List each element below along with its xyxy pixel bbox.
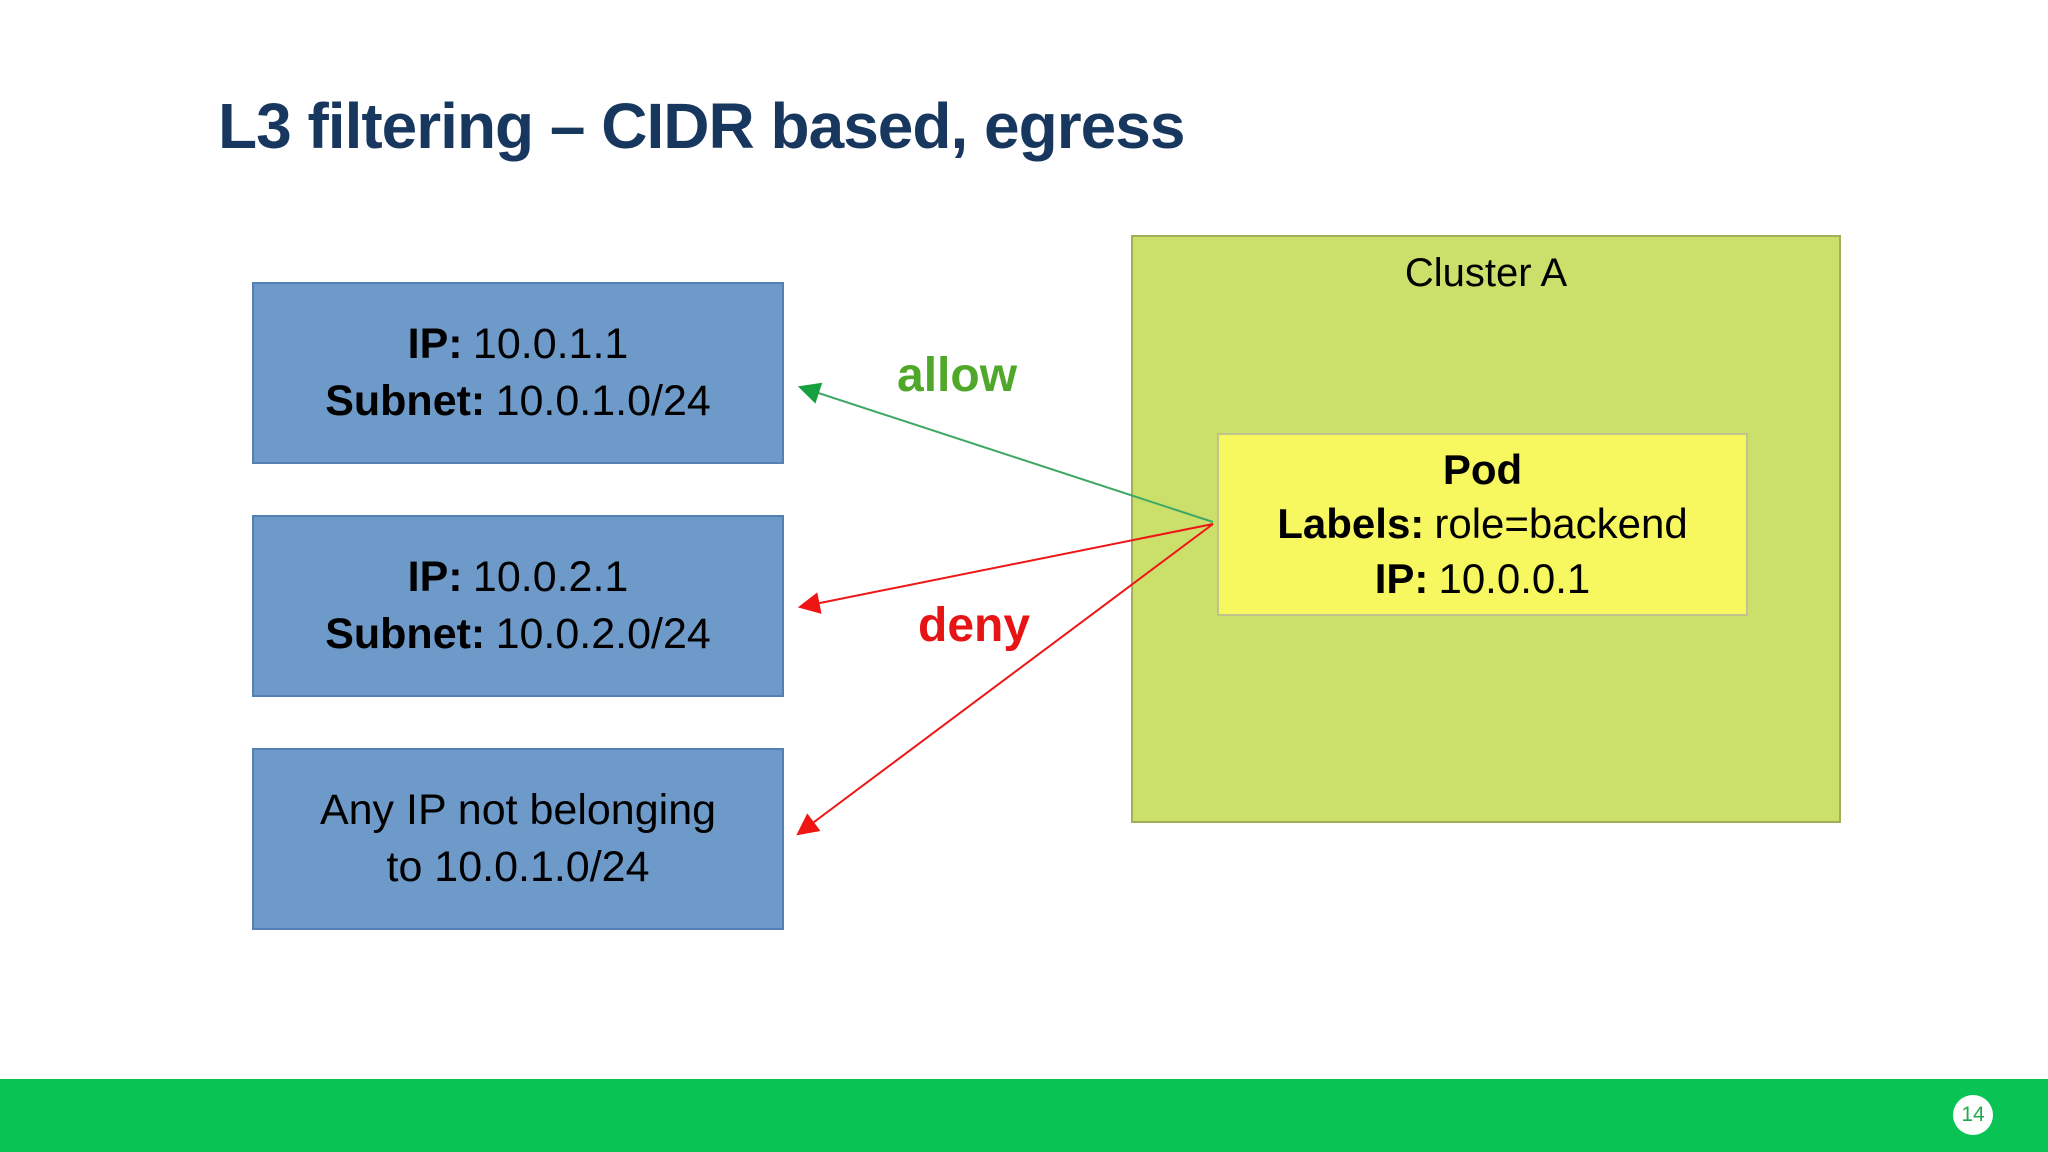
subnet-value: 10.0.1.0/24 bbox=[495, 377, 711, 425]
cluster-box: Cluster A Pod Labels:role=backend IP:10.… bbox=[1131, 235, 1841, 823]
page-number-badge: 14 bbox=[1953, 1095, 1993, 1135]
labels-key: Labels: bbox=[1277, 500, 1425, 548]
ip-label: IP: bbox=[407, 319, 463, 368]
pod-name: Pod bbox=[1442, 445, 1523, 493]
page-number: 14 bbox=[1961, 1103, 1985, 1126]
ip-value: 10.0.2.1 bbox=[472, 552, 629, 601]
endpoint-line: Any IP not belonging bbox=[319, 785, 717, 834]
endpoint-line: IP:10.0.2.1 bbox=[408, 549, 629, 606]
allow-label: allow bbox=[897, 349, 1018, 402]
subnet-value: 10.0.2.0/24 bbox=[495, 610, 711, 658]
ip-value: 10.0.1.1 bbox=[472, 319, 629, 368]
slide-title: L3 filtering – CIDR based, egress bbox=[218, 90, 1185, 162]
ip-key: IP: bbox=[1374, 554, 1429, 602]
endpoint-box-any-ip: Any IP not belonging to 10.0.1.0/24 bbox=[252, 748, 784, 930]
deny-label: deny bbox=[918, 599, 1031, 652]
endpoint-line: to 10.0.1.0/24 bbox=[386, 843, 650, 891]
labels-value: role=backend bbox=[1434, 500, 1688, 548]
endpoint-line: IP:10.0.1.1 bbox=[408, 316, 629, 373]
footer-bar bbox=[0, 1079, 2048, 1152]
endpoint-box-subnet1: IP:10.0.1.1 Subnet:10.0.1.0/24 bbox=[252, 282, 784, 464]
ip-label: IP: bbox=[407, 552, 463, 601]
pod-labels-line: Labels:role=backend bbox=[1277, 497, 1687, 552]
pod-box: Pod Labels:role=backend IP:10.0.0.1 bbox=[1217, 433, 1748, 616]
pod-ip-line: IP:10.0.0.1 bbox=[1375, 552, 1591, 607]
ip-value: 10.0.0.1 bbox=[1438, 554, 1591, 602]
subnet-label: Subnet: bbox=[325, 377, 486, 425]
endpoint-line: Subnet:10.0.2.0/24 bbox=[325, 606, 711, 663]
endpoint-box-subnet2: IP:10.0.2.1 Subnet:10.0.2.0/24 bbox=[252, 515, 784, 697]
subnet-label: Subnet: bbox=[325, 610, 486, 658]
cluster-title: Cluster A bbox=[1404, 251, 1568, 295]
endpoint-line: Subnet:10.0.1.0/24 bbox=[325, 373, 711, 430]
